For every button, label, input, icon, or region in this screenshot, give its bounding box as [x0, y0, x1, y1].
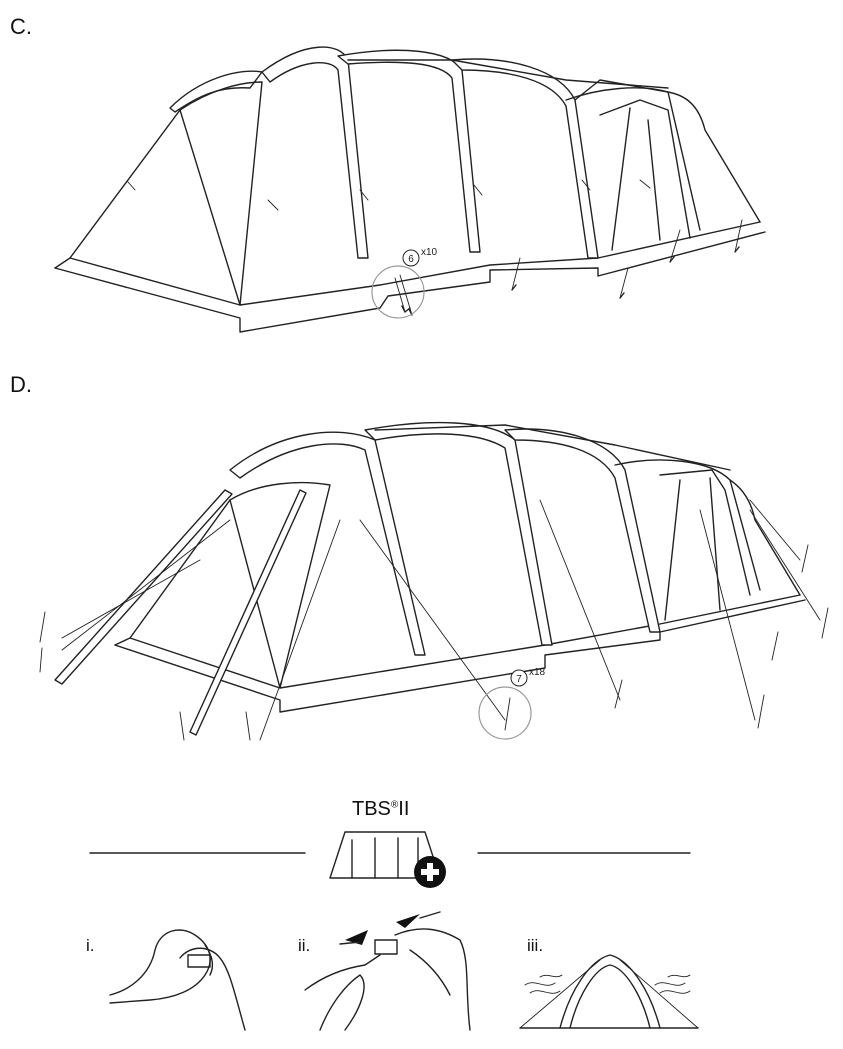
- buckle-icon: [187, 954, 211, 968]
- part-number-d: 7: [516, 674, 522, 685]
- tbs-title: TBS®II: [352, 798, 409, 821]
- tent-outline-icon: [329, 831, 441, 879]
- substep-iii-illustration: [519, 954, 699, 1029]
- front-pole-right: [189, 489, 307, 736]
- peg-icon: [394, 219, 743, 316]
- tbs-title-main: TBS: [352, 798, 391, 820]
- part-number-c: 6: [408, 254, 414, 265]
- step-c-label: C.: [10, 14, 32, 39]
- tbs-divider: [89, 831, 691, 888]
- callout-circle-d: [478, 686, 532, 740]
- part-number-badge-d: [510, 669, 528, 687]
- tent-step-d: [39, 421, 829, 741]
- tbs-title-reg: ®: [390, 799, 399, 811]
- buckle-icon: [374, 939, 398, 955]
- callout-circle-c: [371, 265, 425, 319]
- substep-i-illustration: [109, 929, 246, 1031]
- tbs-title-suffix: II: [398, 798, 410, 820]
- part-qty-d: x18: [529, 667, 546, 678]
- part-qty-c: x10: [421, 247, 438, 258]
- wind-icon: [524, 974, 691, 994]
- plus-circle-icon: [414, 856, 446, 888]
- tent-step-c: [54, 46, 766, 333]
- part-number-badge-c: [402, 249, 420, 267]
- substep-ii-illustration: [304, 911, 471, 1031]
- arrow-left-icon: [396, 914, 420, 928]
- arrow-right-icon: [345, 930, 368, 945]
- step-d-label: D.: [10, 372, 32, 397]
- peg-icon: [39, 544, 829, 741]
- substep-ii-label: ii.: [298, 936, 311, 955]
- substep-i-label: i.: [86, 936, 95, 955]
- substep-iii-label: iii.: [527, 936, 544, 955]
